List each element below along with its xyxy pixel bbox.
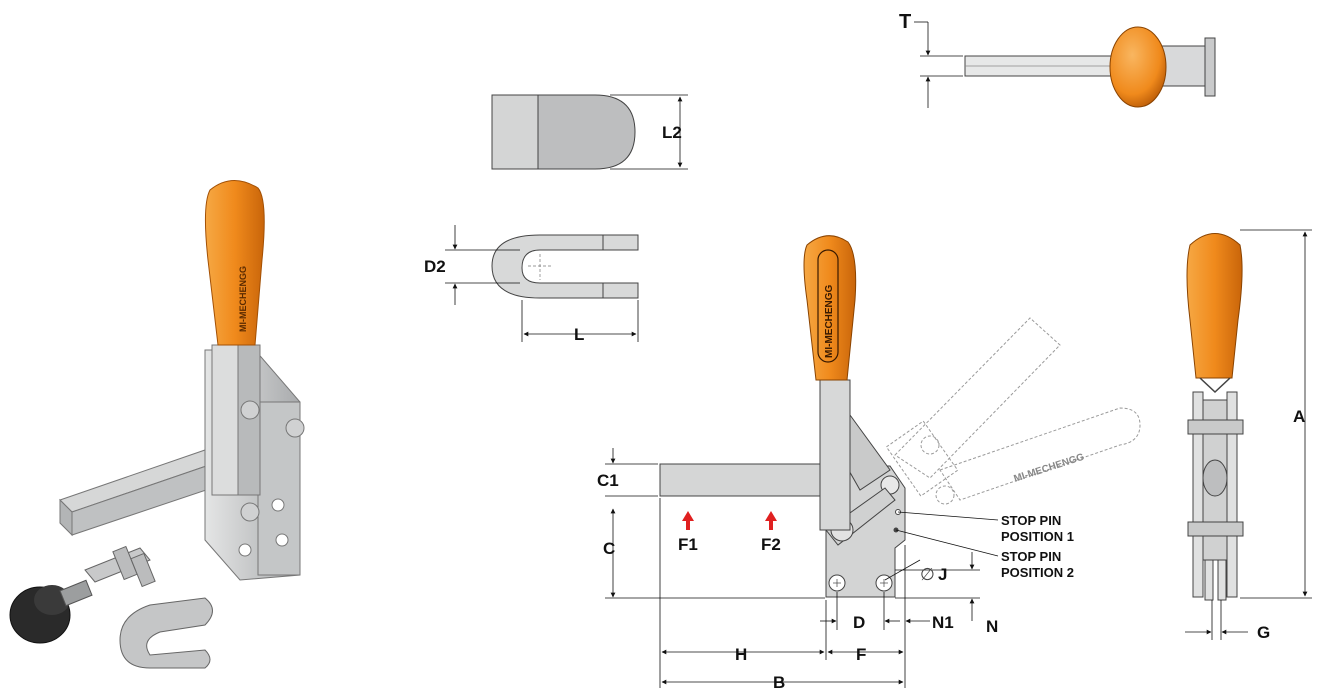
stop-pin-1-line2: POSITION 1 <box>1001 529 1074 544</box>
dim-label-t: T <box>899 11 912 33</box>
force-arrow-f2 <box>765 511 777 530</box>
dim-label-l2: L2 <box>662 123 682 142</box>
dim-label-d2: D2 <box>424 257 446 276</box>
diameter-symbol: ∅ <box>920 565 935 584</box>
dim-label-j: J <box>938 565 948 584</box>
dim-label-d: D <box>853 613 866 632</box>
stop-pin-2-line1: STOP PIN <box>1001 549 1062 564</box>
dim-label-h: H <box>735 645 748 664</box>
dim-label-n1: N1 <box>932 613 954 632</box>
dim-label-b: B <box>773 673 786 692</box>
arm-side-view <box>491 94 688 170</box>
force-label-f1: F1 <box>678 535 698 554</box>
force-arrow-f1 <box>682 511 694 530</box>
dim-label-c1: C1 <box>597 471 619 490</box>
main-handle-brand: MI-MECHENGG <box>824 284 835 358</box>
force-label-f2: F2 <box>761 535 781 554</box>
ghost-handle-brand: MI-MECHENGG <box>1013 452 1086 485</box>
main-side-view: MI-MECHENGG MI-MECHENGG <box>605 235 1141 688</box>
dim-label-l: L <box>574 325 585 344</box>
u-slot-view <box>445 225 639 342</box>
dim-label-g: G <box>1257 623 1271 642</box>
handle-brand-text: MI-MECHENGG <box>238 266 248 332</box>
isometric-clamp-view: MI-MECHENGG <box>9 180 305 669</box>
stop-pin-2-line2: POSITION 2 <box>1001 565 1074 580</box>
stop-pin-1-line1: STOP PIN <box>1001 513 1062 528</box>
dim-label-n: N <box>986 617 999 636</box>
dim-label-f: F <box>856 645 867 664</box>
dim-label-a: A <box>1293 407 1306 426</box>
dim-label-c: C <box>603 539 616 558</box>
top-view <box>914 21 1216 108</box>
front-view <box>1185 229 1312 640</box>
